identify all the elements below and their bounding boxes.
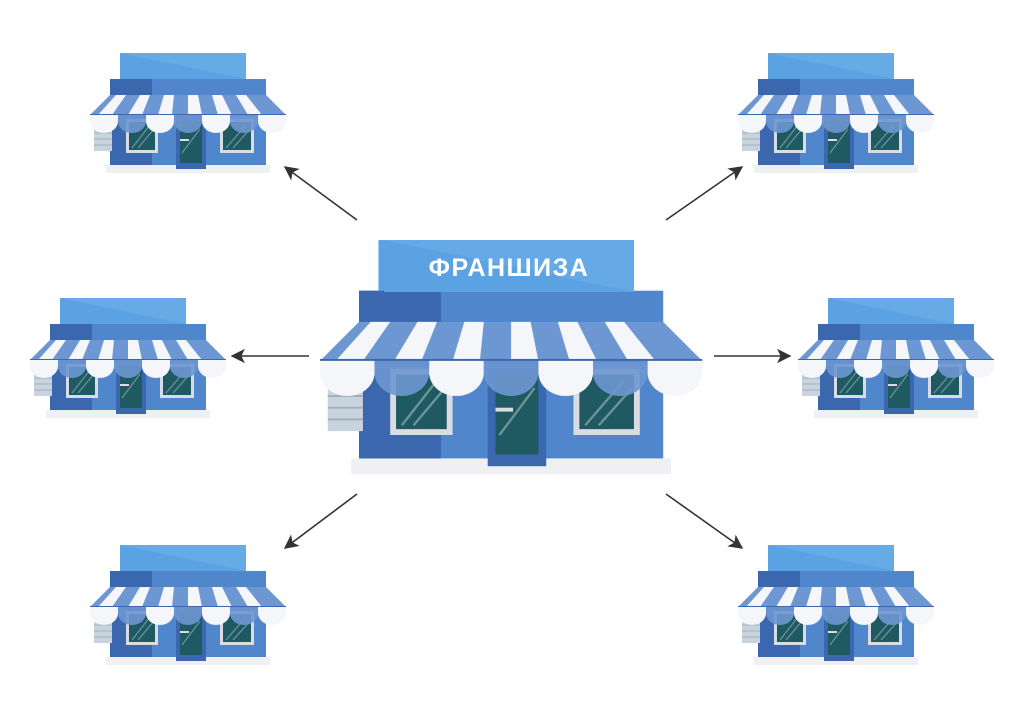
franchise-sign: ФРАНШИЗА [384, 240, 634, 292]
arrows [230, 166, 792, 549]
store-bottom-left [89, 544, 287, 666]
arrow-bottom-left [283, 493, 358, 549]
arrow-bottom-right [665, 493, 744, 549]
store-middle-left [29, 297, 227, 419]
arrow-top-right [665, 166, 744, 221]
franchise-sign-label: ФРАНШИЗА [429, 254, 590, 282]
arrow-top-left [283, 166, 358, 221]
store-top-right [737, 52, 935, 174]
store-top-left [89, 52, 287, 174]
store-middle-right [797, 297, 995, 419]
store-bottom-right [737, 544, 935, 666]
